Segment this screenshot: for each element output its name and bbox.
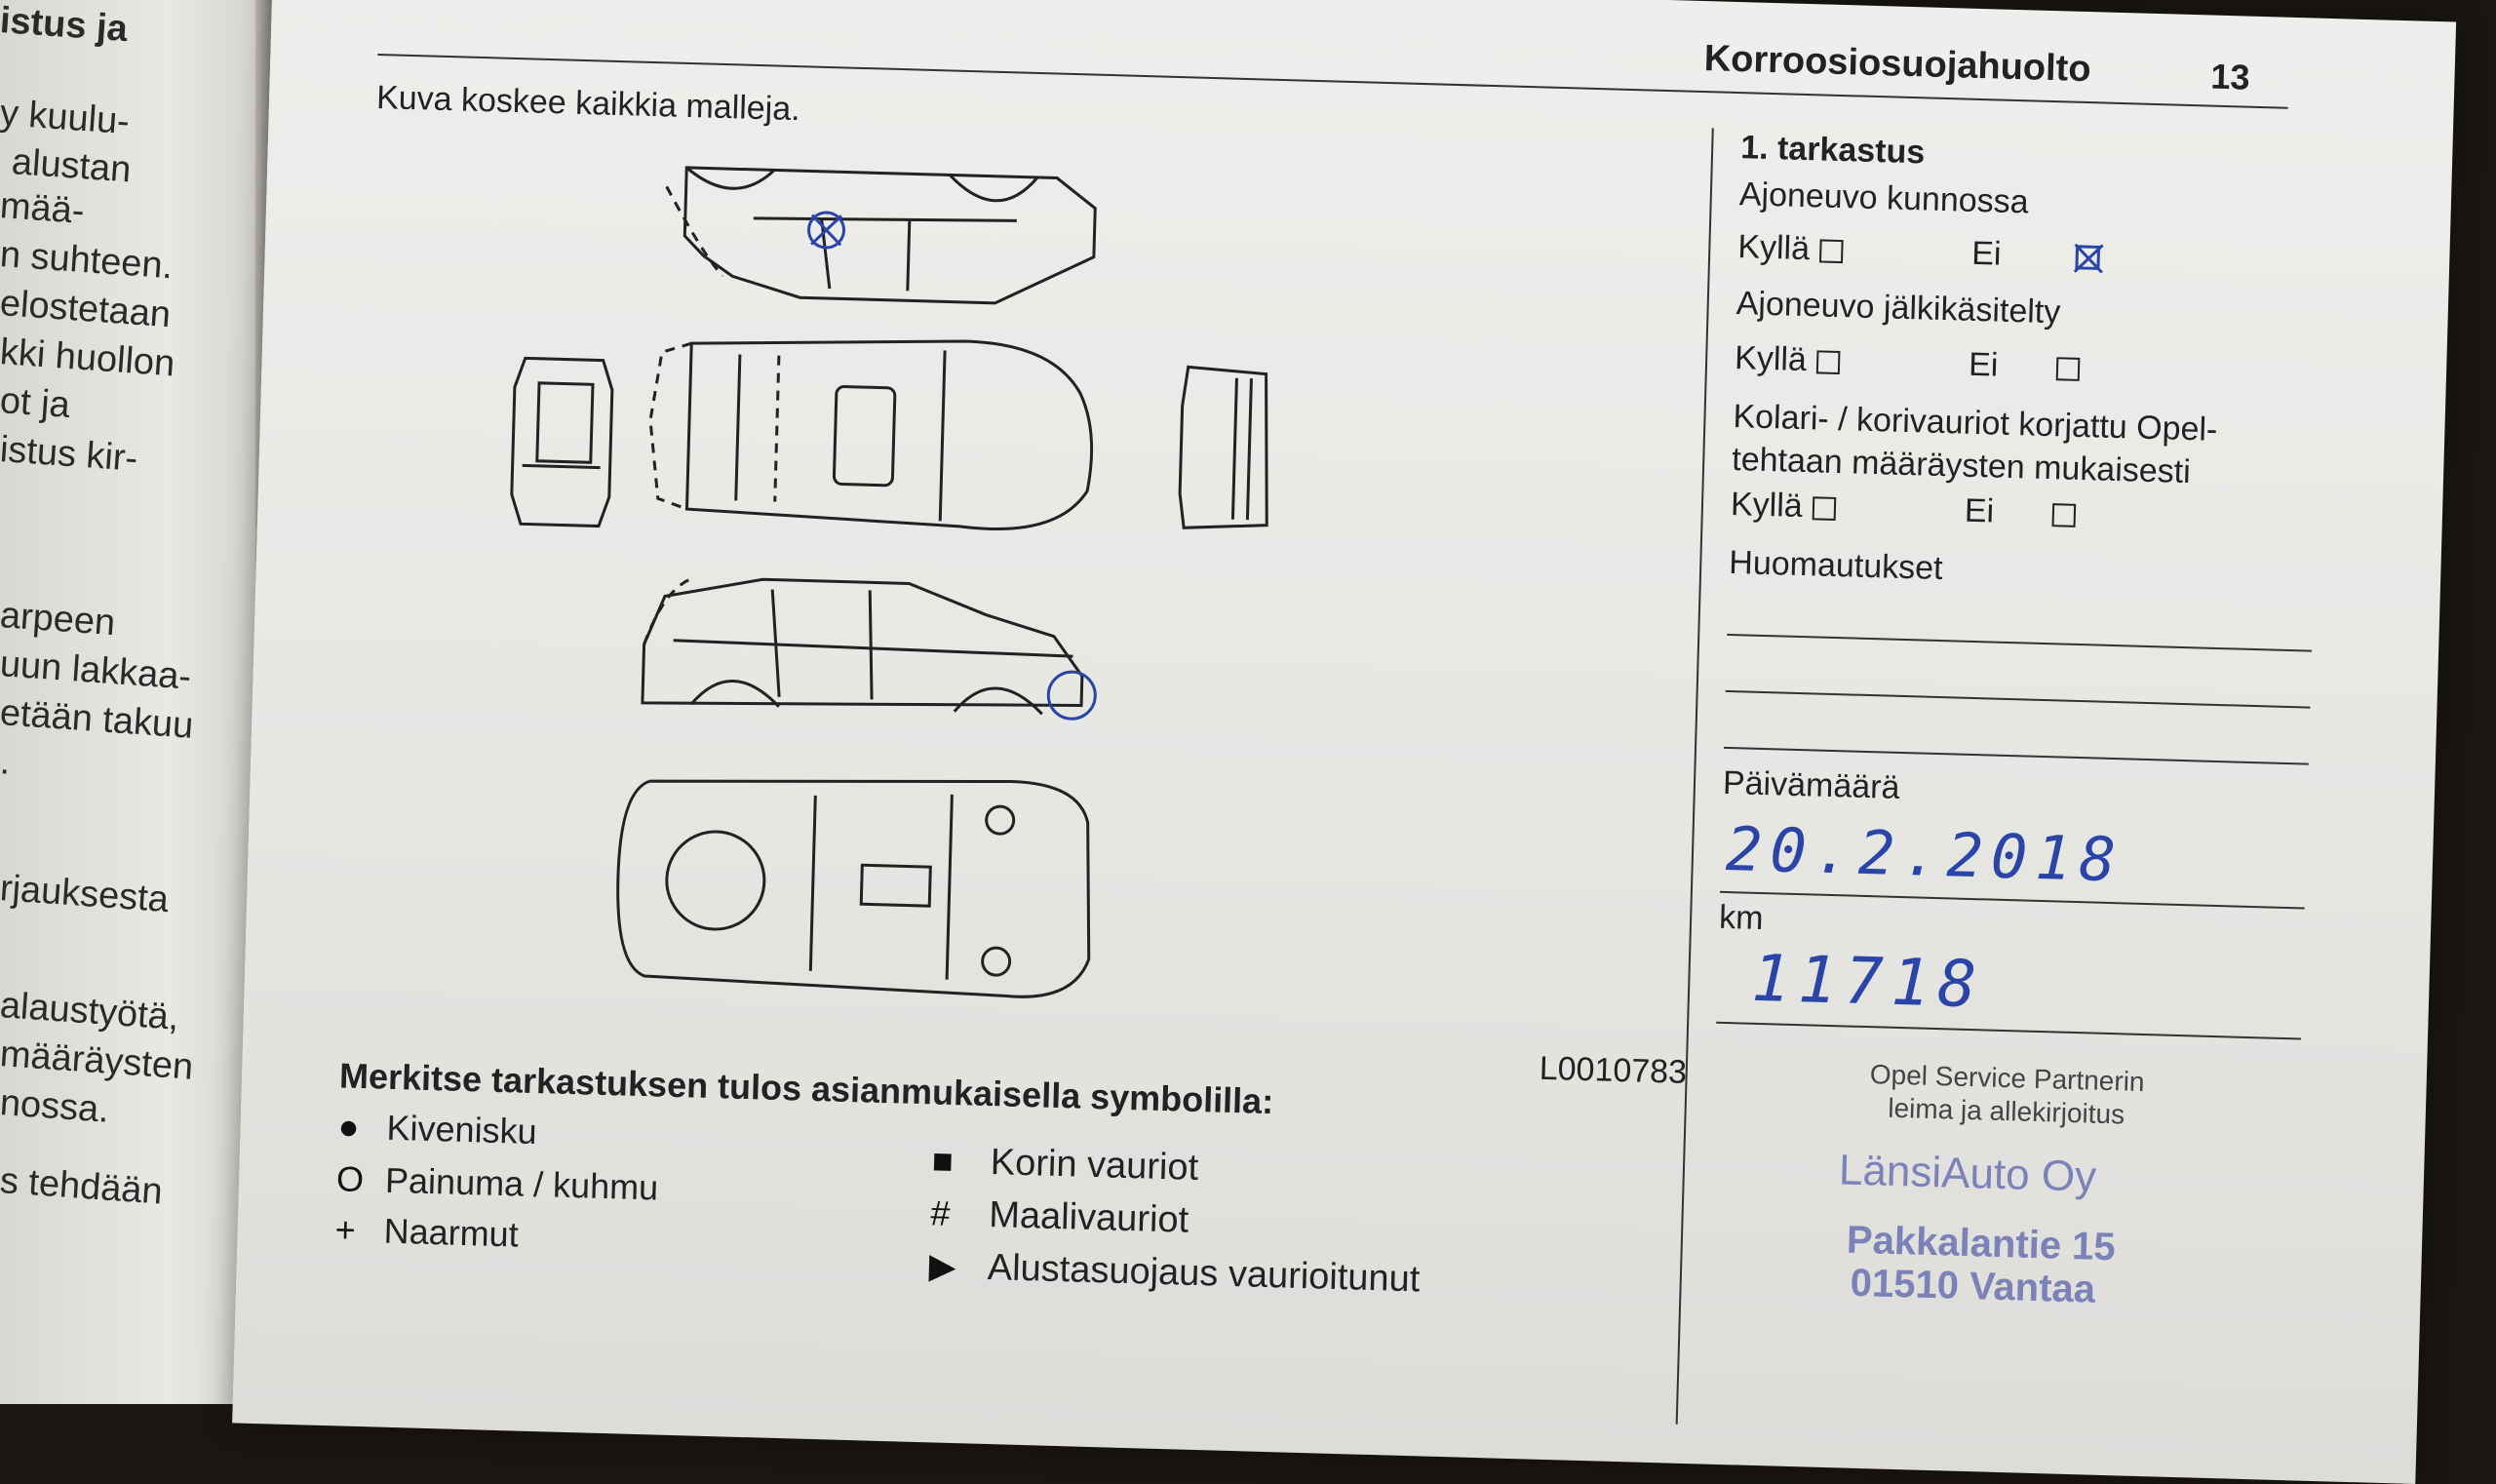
km-label: km: [1718, 898, 1765, 938]
car-diagram: [510, 166, 1268, 998]
left-fragment: istus kir-: [0, 429, 139, 480]
date-value: 20.2.2018: [1725, 812, 2125, 896]
figure-caption: Kuva koskee kaikkia malleja.: [375, 79, 801, 129]
yes-label: Kyllä: [1730, 485, 1804, 526]
yes-label: Kyllä: [1736, 228, 1811, 268]
date-line[interactable]: [1719, 890, 2305, 910]
question-aftertreated: Ajoneuvo jälkikäsitelty: [1736, 285, 2061, 332]
checkbox[interactable]: [1818, 239, 1844, 264]
dealer-stamp-name: LänsiAuto Oy: [1838, 1146, 2097, 1201]
legend-symbol-dent: O: [335, 1158, 365, 1200]
legend-label: Korin vauriot: [990, 1142, 1199, 1189]
q3-no-option[interactable]: Ei: [1964, 491, 2077, 533]
legend-symbol-underbody-damage: ▶: [928, 1245, 957, 1287]
q1-no-option[interactable]: Ei: [1971, 235, 2109, 279]
left-fragment: rjauksesta: [0, 868, 171, 921]
question-vehicle-ok: Ajoneuvo kunnossa: [1738, 176, 2030, 221]
car-side-view-right: [641, 575, 1097, 721]
left-fragment: alustan: [10, 141, 133, 191]
left-fragment: nossa.: [0, 1082, 111, 1131]
q2-no-option[interactable]: Ei: [1969, 346, 2081, 387]
left-fragment: elostetaan: [0, 283, 173, 336]
checkbox[interactable]: [2051, 503, 2077, 527]
page-title: Korroosiosuojahuolto: [1703, 38, 2092, 91]
remarks-line[interactable]: [1727, 633, 2313, 652]
column-divider: [1675, 128, 1714, 1425]
car-front-view: [1178, 365, 1268, 529]
left-fragment: uun lakkaa-: [0, 644, 193, 698]
dealer-stamp-city: 01510 Vantaa: [1850, 1261, 2096, 1311]
km-line[interactable]: [1716, 1021, 2301, 1040]
legend-symbol-stone-chip: ●: [337, 1106, 360, 1147]
manual-page: Korroosiosuojahuolto 13 Kuva koskee kaik…: [232, 0, 2457, 1484]
figure-id: L0010783: [1539, 1049, 1688, 1091]
legend-symbol-paint-damage: #: [929, 1192, 952, 1233]
no-label: Ei: [1968, 345, 1999, 384]
q2-yes-option[interactable]: Kyllä: [1735, 339, 1841, 380]
car-side-view-left: [665, 166, 1097, 305]
legend-label: Alustasuojaus vaurioitunut: [987, 1246, 1421, 1301]
left-fragment: n suhteen.: [0, 234, 175, 288]
legend-label: Maalivauriot: [988, 1194, 1190, 1241]
question-repairs-line2: tehtaan määräysten mukaisesti: [1731, 440, 2192, 491]
left-fragment: kki huollon: [0, 332, 176, 385]
no-label: Ei: [1970, 234, 2003, 273]
left-fragment: etään takuu: [0, 692, 195, 747]
date-label: Päivämäärä: [1722, 763, 1900, 806]
left-page: istus ja y kuulu- alustan mää- n suhteen…: [0, 0, 283, 1404]
legend-label: Painuma / kuhmu: [384, 1159, 659, 1208]
left-fragment: y kuulu-: [0, 93, 132, 143]
inspection-title: 1. tarkastus: [1739, 129, 1926, 172]
left-fragment: .: [0, 741, 13, 783]
checkbox[interactable]: [2055, 357, 2081, 381]
left-fragment: s tehdään: [0, 1160, 165, 1213]
left-fragment: alaustyötä,: [0, 985, 180, 1038]
left-fragment: määräysten: [0, 1034, 195, 1088]
left-fragment: mää-: [0, 185, 86, 232]
partner-label-line2: leima ja allekirjoitus: [1887, 1092, 2126, 1130]
legend-label: Kivenisku: [386, 1107, 538, 1152]
car-top-view: [648, 339, 1094, 530]
remarks-label: Huomautukset: [1728, 543, 1944, 588]
legend-symbol-body-damage: ■: [931, 1140, 955, 1181]
left-fragment: arpeen: [0, 595, 117, 644]
legend-label: Naarmut: [383, 1210, 520, 1255]
page-number: 13: [2209, 56, 2251, 98]
no-label: Ei: [1964, 491, 1995, 530]
car-rear-view: [510, 356, 614, 528]
left-fragment: ot ja: [0, 380, 72, 426]
checkbox-checked[interactable]: [2068, 239, 2108, 279]
q3-yes-option[interactable]: Kyllä: [1730, 486, 1836, 527]
yes-label: Kyllä: [1734, 339, 1808, 379]
remarks-line[interactable]: [1724, 746, 2309, 765]
remarks-line[interactable]: [1725, 689, 2311, 709]
question-repairs-line1: Kolari- / korivauriot korjattu Opel-: [1733, 398, 2218, 449]
km-value: 11718: [1750, 940, 1986, 1023]
left-fragment: istus ja: [0, 0, 130, 51]
checkbox[interactable]: [1812, 496, 1836, 521]
q1-yes-option[interactable]: Kyllä: [1737, 228, 1844, 269]
checkbox[interactable]: [1815, 350, 1841, 375]
car-underside-view: [616, 779, 1091, 998]
legend-symbol-scratch: +: [334, 1209, 357, 1250]
